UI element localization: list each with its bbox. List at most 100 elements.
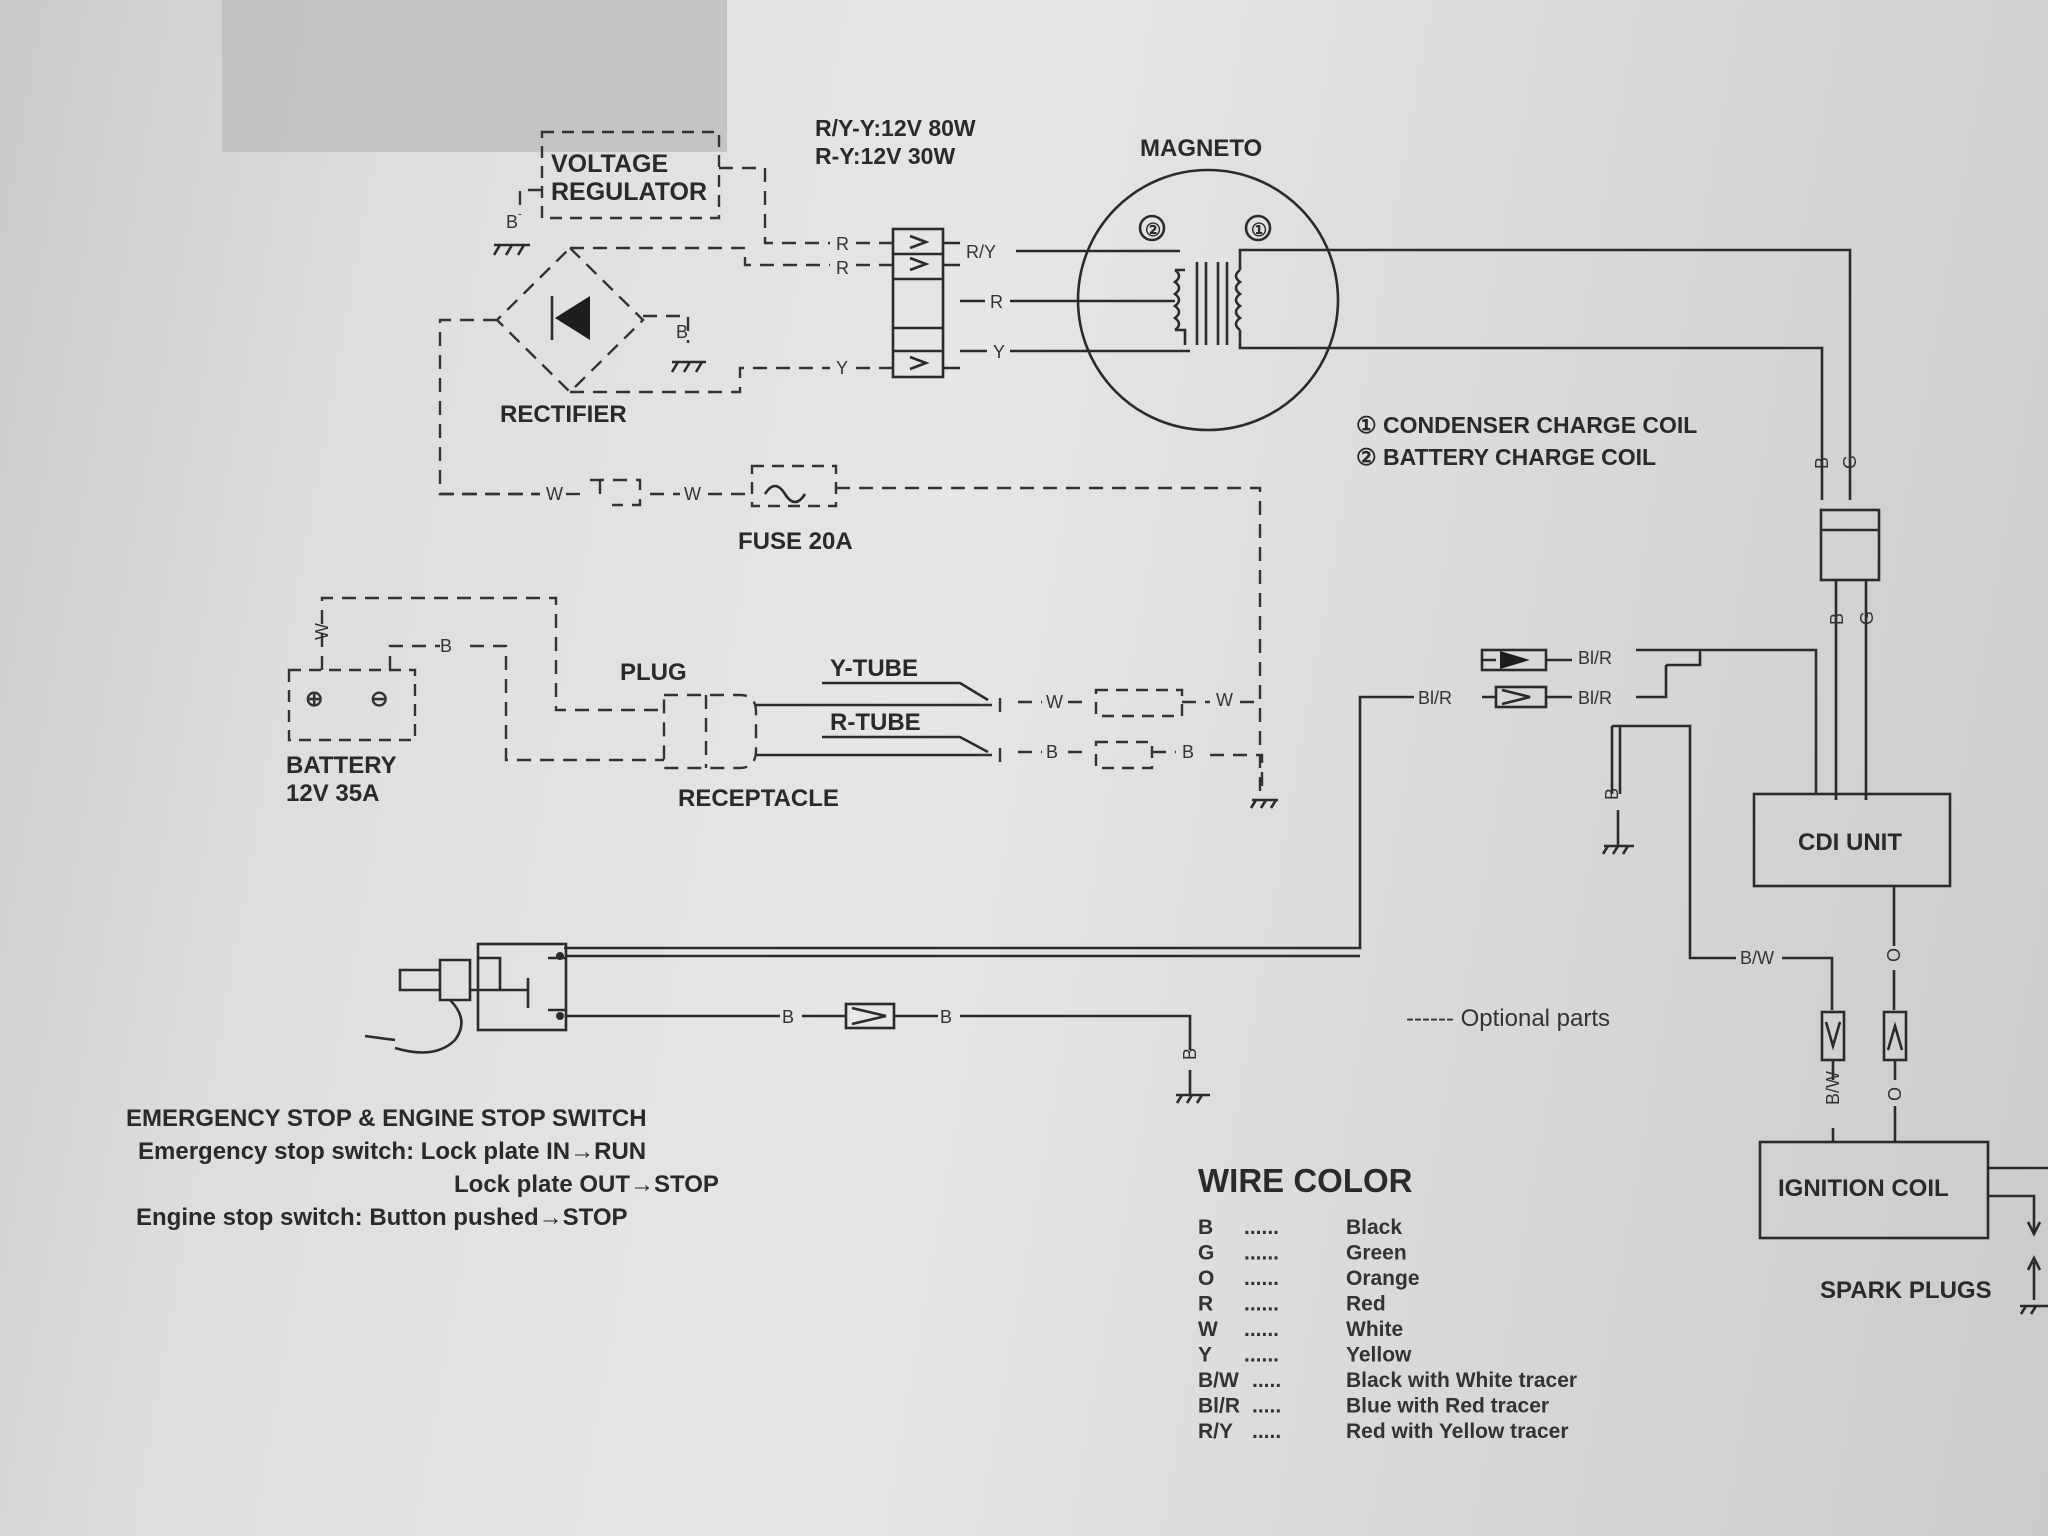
wire-tag-b: B bbox=[1827, 613, 1847, 625]
wire-color-dots: ...... bbox=[1244, 1318, 1279, 1341]
wire-tag-w: W bbox=[312, 623, 332, 640]
ignition-coil-label: IGNITION COIL bbox=[1778, 1175, 1949, 1202]
wire-color-code: B bbox=[1198, 1216, 1213, 1239]
wire-tag-b: B bbox=[1180, 1048, 1200, 1060]
wire-tag-o: O bbox=[1885, 1087, 1905, 1101]
charging-wires: R R Y bbox=[836, 234, 893, 378]
wire-color-name: Blue with Red tracer bbox=[1346, 1395, 1549, 1418]
wire-tag-g: G bbox=[1857, 611, 1877, 625]
svg-text:⊕: ⊕ bbox=[305, 686, 323, 711]
wire-color-dots: ...... bbox=[1244, 1344, 1279, 1367]
rating-label-1: R/Y-Y:12V 80W bbox=[815, 115, 976, 141]
wire-color-dots: ...... bbox=[1244, 1216, 1279, 1239]
wire-color-code: O bbox=[1198, 1267, 1214, 1290]
wire-tag-b: B bbox=[1602, 788, 1622, 800]
wire-color-name: Red bbox=[1346, 1293, 1386, 1316]
wire-tag-b: B bbox=[1812, 457, 1832, 469]
plug-label: PLUG bbox=[620, 659, 687, 686]
wire-color-name: Orange bbox=[1346, 1267, 1420, 1290]
legend-condenser-coil: ① CONDENSER CHARGE COIL bbox=[1356, 412, 1697, 438]
coil-number-2: ② bbox=[1145, 220, 1161, 240]
wire-color-name: Black with White tracer bbox=[1346, 1369, 1577, 1392]
rectifier-label: RECTIFIER bbox=[500, 401, 627, 428]
wire-color-name: Black bbox=[1346, 1216, 1402, 1239]
wire-tag-blr: Bl/R bbox=[1578, 688, 1612, 708]
wire-color-name: White bbox=[1346, 1318, 1403, 1341]
wire-color-code: G bbox=[1198, 1242, 1214, 1265]
battery-label-1: BATTERY bbox=[286, 752, 397, 779]
battery: ⊕ ⊖ B W BATTERY 12V 35A bbox=[286, 596, 664, 807]
voltage-regulator-label-2: REGULATOR bbox=[551, 178, 707, 206]
voltage-regulator-label-1: VOLTAGE bbox=[551, 150, 668, 178]
voltage-regulator: VOLTAGE REGULATOR B bbox=[492, 130, 830, 256]
fuse-label: FUSE 20A bbox=[738, 528, 853, 555]
cdi-unit: CDI UNIT Bl/R Bl/R Bl/R B B/W O bbox=[564, 648, 1952, 1010]
wire-tag-w: W bbox=[1216, 690, 1233, 710]
wire-tag-r: R bbox=[836, 258, 849, 278]
wire-tag-bw: B/W bbox=[1823, 1071, 1843, 1105]
magneto-to-cdi-wires: B G B G bbox=[1300, 248, 1881, 800]
wire-tag-blr: Bl/R bbox=[1578, 648, 1612, 668]
plug-receptacle: PLUG RECEPTACLE Y-TUBE R-TUBE W B W B bbox=[620, 655, 1278, 812]
wire-tag-b: B bbox=[506, 212, 518, 232]
wire-color-name: Red with Yellow tracer bbox=[1346, 1420, 1569, 1443]
spark-plugs-label: SPARK PLUGS bbox=[1820, 1277, 1992, 1304]
wire-color-name: Yellow bbox=[1346, 1344, 1412, 1367]
wire-tag-ry: R/Y bbox=[966, 242, 996, 262]
wire-color-code: W bbox=[1198, 1318, 1218, 1341]
switch-notes-line1: Emergency stop switch: Lock plate IN→RUN bbox=[138, 1138, 646, 1165]
rectifier: B RECTIFIER bbox=[438, 246, 830, 496]
wire-color-code: R/Y bbox=[1198, 1420, 1233, 1443]
magneto-label: MAGNETO bbox=[1140, 135, 1262, 162]
wire-tag-y: Y bbox=[993, 342, 1005, 362]
wire-color-code: R bbox=[1198, 1293, 1213, 1316]
cdi-unit-label: CDI UNIT bbox=[1798, 829, 1902, 856]
stop-switch: B B B bbox=[364, 942, 1360, 1104]
battery-label-2: 12V 35A bbox=[286, 780, 379, 807]
rating-label-2: R-Y:12V 30W bbox=[815, 143, 955, 169]
wire-color-dots: ...... bbox=[1244, 1267, 1279, 1290]
optional-parts-note: ------ Optional parts bbox=[1406, 1005, 1610, 1032]
fuse-circuit: W W FUSE 20A bbox=[440, 464, 1262, 800]
svg-text:⊖: ⊖ bbox=[370, 686, 388, 711]
wire-tag-blr: Bl/R bbox=[1418, 688, 1452, 708]
wire-color-code: B/W bbox=[1198, 1369, 1239, 1392]
wire-tag-r: R bbox=[836, 234, 849, 254]
wire-tag-w: W bbox=[546, 484, 563, 504]
wire-color-dots: ...... bbox=[1244, 1293, 1279, 1316]
magneto-wires: R/Y R Y bbox=[960, 242, 1190, 362]
faded-corner-block bbox=[222, 0, 727, 152]
receptacle-label: RECEPTACLE bbox=[678, 785, 839, 812]
wire-tag-b: B bbox=[940, 1007, 952, 1027]
wire-tag-b: B bbox=[782, 1007, 794, 1027]
wire-tag-bw: B/W bbox=[1740, 948, 1774, 968]
wire-color-code: Y bbox=[1198, 1344, 1212, 1367]
wire-tag-r: R bbox=[990, 292, 1003, 312]
wire-tag-g: G bbox=[1840, 455, 1860, 469]
switch-notes: EMERGENCY STOP & ENGINE STOP SWITCH Emer… bbox=[126, 1105, 719, 1231]
switch-notes-line3: Engine stop switch: Button pushed→STOP bbox=[136, 1204, 628, 1231]
wire-tag-b: B bbox=[440, 636, 452, 656]
wire-tag-o: O bbox=[1884, 948, 1904, 962]
switch-notes-line2: Lock plate OUT→STOP bbox=[454, 1171, 719, 1198]
wire-tag-b: B bbox=[676, 322, 688, 342]
wire-color-dots: ..... bbox=[1252, 1369, 1281, 1392]
legend-battery-coil: ② BATTERY CHARGE COIL bbox=[1356, 444, 1656, 470]
wire-color-title: WIRE COLOR bbox=[1198, 1162, 1413, 1199]
wire-color-code: Bl/R bbox=[1198, 1395, 1240, 1418]
wire-color-dots: ...... bbox=[1244, 1242, 1279, 1265]
magneto: MAGNETO ② ① bbox=[1076, 135, 1340, 432]
ignition-coil: B/W O IGNITION COIL SPARK PLUGS bbox=[1758, 1010, 2048, 1315]
r-tube-label: R-TUBE bbox=[830, 709, 921, 736]
coil-number-1: ① bbox=[1251, 220, 1267, 240]
wire-tag-w: W bbox=[1046, 692, 1063, 712]
wire-tag-w: W bbox=[684, 484, 701, 504]
wire-tag-b: B bbox=[1046, 742, 1058, 762]
switch-notes-title: EMERGENCY STOP & ENGINE STOP SWITCH bbox=[126, 1105, 647, 1132]
wire-color-name: Green bbox=[1346, 1242, 1407, 1265]
wire-tag-y: Y bbox=[836, 358, 848, 378]
magneto-coupler bbox=[891, 227, 960, 379]
